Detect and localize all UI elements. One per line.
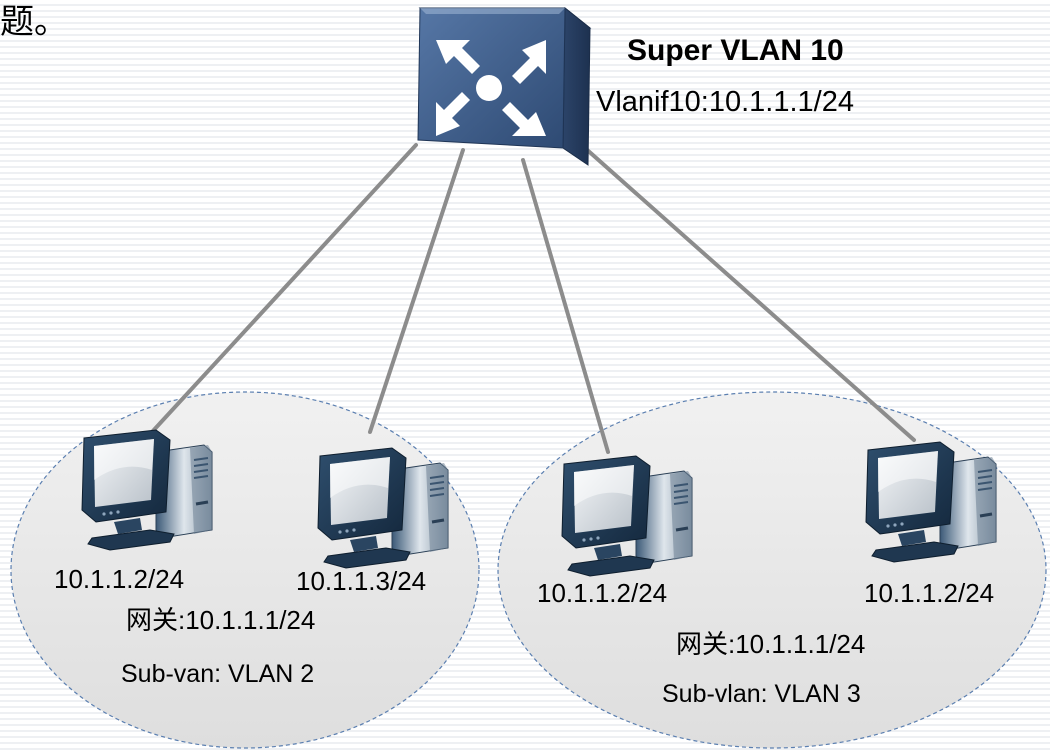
- link-pc-1: [150, 143, 418, 434]
- pc-ip-label: 10.1.1.2/24: [864, 578, 995, 608]
- gateway-label: 网关:10.1.1.1/24: [676, 629, 866, 659]
- page-title: 题。: [0, 3, 68, 41]
- gateway-label: 网关:10.1.1.1/24: [126, 605, 316, 635]
- link-pc-4: [583, 146, 916, 442]
- vlanif-ip-label: Vlanif10:10.1.1.1/24: [596, 86, 854, 118]
- links: [150, 143, 916, 454]
- sub-vlan-label: Sub-van: VLAN 2: [121, 660, 315, 688]
- l3-switch-icon: [417, 6, 592, 166]
- pc-ip-label: 10.1.1.3/24: [296, 566, 427, 596]
- sub-vlan-label: Sub-vlan: VLAN 3: [662, 680, 861, 708]
- link-pc-2: [368, 148, 465, 434]
- pc-ip-label: 10.1.1.2/24: [537, 578, 668, 608]
- link-pc-3: [521, 158, 610, 454]
- pc-ip-label: 10.1.1.2/24: [54, 564, 185, 594]
- super-vlan-label: Super VLAN 10: [627, 34, 844, 67]
